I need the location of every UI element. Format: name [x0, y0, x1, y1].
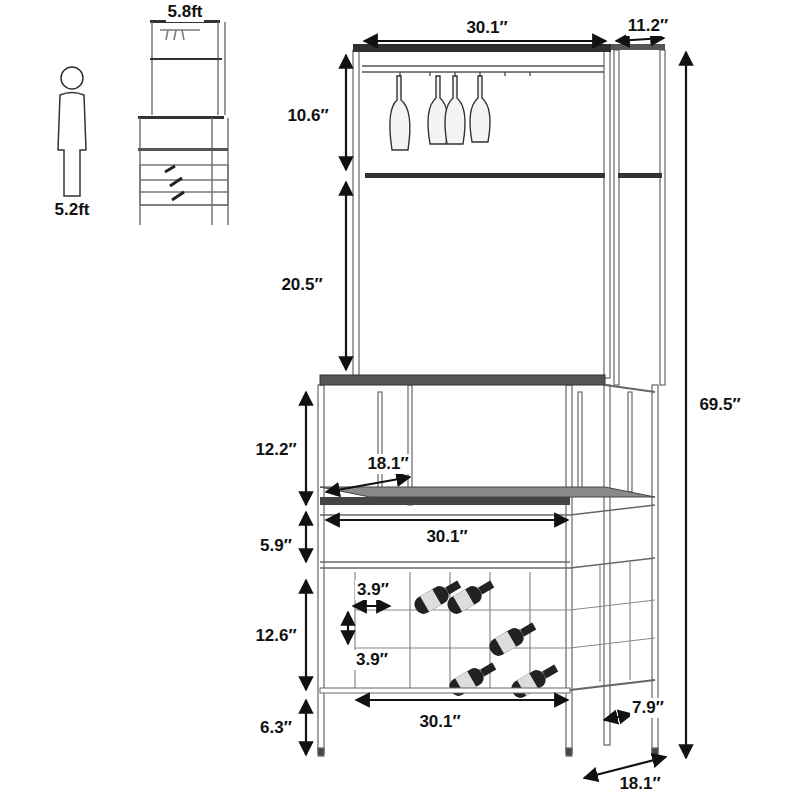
dimension-label: 12.2″ — [253, 440, 298, 460]
upper-shelf-side — [618, 173, 662, 178]
dimension-label: 20.5″ — [279, 275, 324, 295]
top-shelf-side — [611, 44, 665, 50]
dimension-label: 3.9″ — [354, 650, 390, 670]
dimension-label: 30.1″ — [464, 18, 509, 38]
dimension-label: 12.6″ — [253, 626, 298, 646]
frame-rails — [320, 505, 655, 568]
dimension-arrows — [306, 38, 686, 778]
counter-shelf — [320, 375, 605, 385]
dimension-label: 5.8ft — [166, 2, 205, 22]
dimension-label: 11.2″ — [626, 16, 670, 36]
rack-frame — [318, 50, 665, 756]
dimension-label: 6.3″ — [258, 718, 294, 738]
top-shelf — [353, 44, 611, 52]
dimension-label: 7.9″ — [630, 698, 666, 718]
dimension-label: 30.1″ — [417, 712, 462, 732]
dimension-label: 18.1″ — [617, 774, 662, 794]
upper-shelf — [365, 173, 605, 178]
person-icon — [58, 67, 86, 196]
dimension-label: 30.1″ — [424, 527, 469, 547]
dimension-label: 69.5″ — [697, 395, 742, 415]
dimension-label: 3.9″ — [355, 580, 391, 600]
thumbnail-rack — [138, 20, 228, 225]
glass-rack — [362, 66, 604, 76]
wine-glasses — [390, 76, 490, 150]
bottom-shelf — [320, 688, 570, 693]
wine-rack-grid — [355, 562, 655, 688]
dimension-label: 18.1″ — [365, 454, 410, 474]
lower-shelf — [320, 487, 655, 497]
dimension-label: 10.6″ — [285, 106, 330, 126]
dimension-label: 5.9″ — [258, 536, 294, 556]
dimension-label: 5.2ft — [53, 200, 92, 220]
lower-shelf-edge — [320, 497, 570, 505]
wine-bottles — [411, 576, 560, 701]
